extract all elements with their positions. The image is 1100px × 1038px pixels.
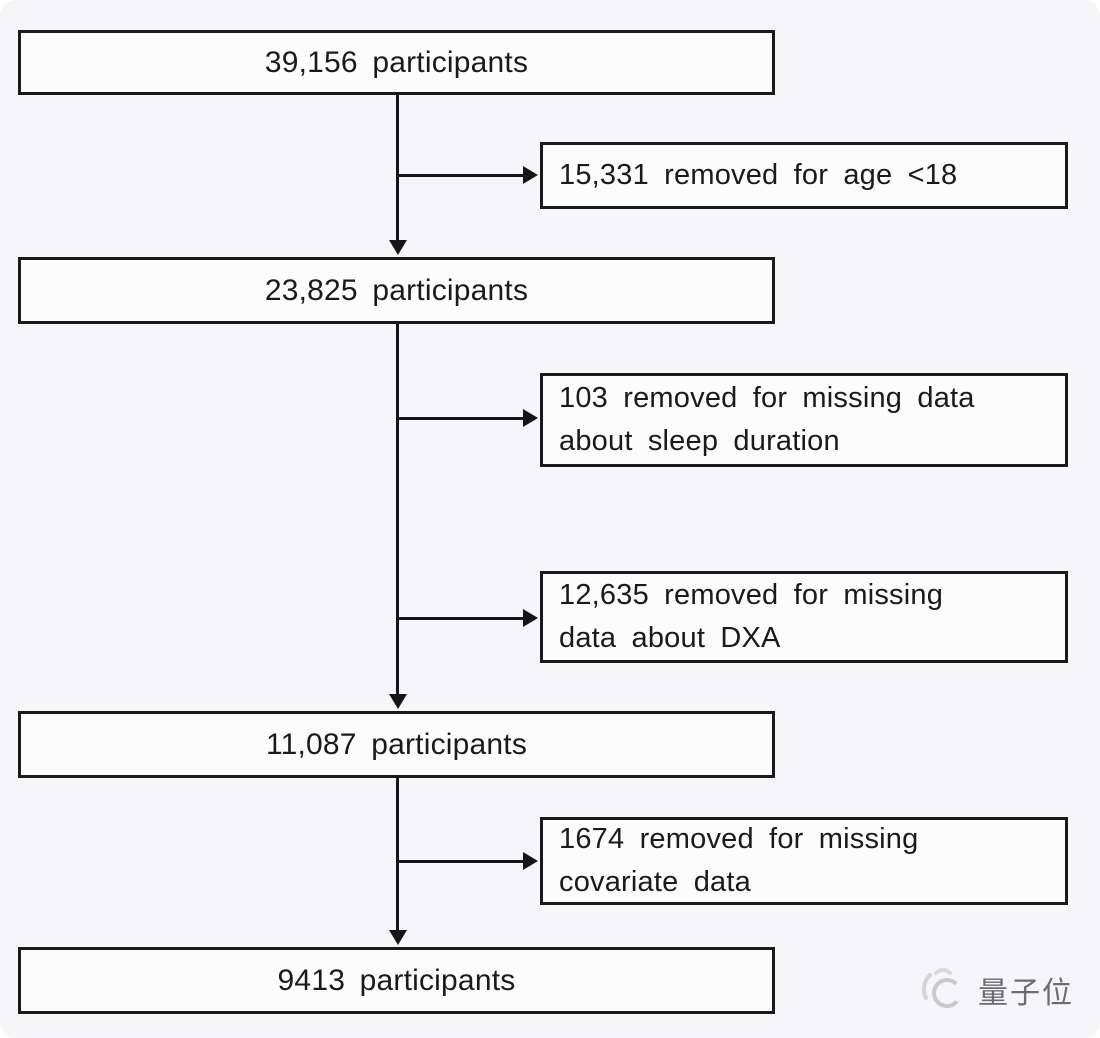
- participant-box-9413: 9413 participants: [18, 947, 775, 1014]
- exclusion-box-covariate: 1674 removed for missing covariate data: [540, 817, 1068, 905]
- arrowhead-down-icon: [389, 694, 407, 709]
- exclusion-box-line: data about DXA: [559, 622, 781, 654]
- exclusion-box-dxa: 12,635 removed for missing data about DX…: [540, 571, 1068, 663]
- qbitai-watermark: 量子位: [918, 968, 1074, 1012]
- exclusion-box-line: about sleep duration: [559, 425, 840, 457]
- branch-arrow-sleep-duration: [397, 417, 524, 420]
- arrowhead-right-icon: [523, 609, 538, 627]
- participant-box-39156: 39,156 participants: [18, 30, 775, 95]
- flow-arrow-down-3: [396, 778, 399, 932]
- exclusion-box-line: 12,635 removed for missing: [559, 579, 944, 611]
- qbitai-watermark-text: 量子位: [978, 977, 1074, 1010]
- participant-box-label: 23,825 participants: [264, 273, 529, 307]
- participant-box-11087: 11,087 participants: [18, 711, 775, 778]
- arrowhead-down-icon: [389, 240, 407, 255]
- arrowhead-right-icon: [523, 409, 538, 427]
- exclusion-box-line: 15,331 removed for age <18: [559, 159, 958, 191]
- arrowhead-right-icon: [523, 166, 538, 184]
- exclusion-box-age: 15,331 removed for age <18: [540, 142, 1068, 209]
- participant-box-label: 11,087 participants: [265, 727, 528, 761]
- participant-box-label: 9413 participants: [277, 963, 516, 997]
- exclusion-box-line: 1674 removed for missing: [559, 823, 919, 855]
- exclusion-box-line: 103 removed for missing data: [559, 382, 975, 414]
- flow-arrow-down-1: [396, 95, 399, 243]
- qbitai-logo-icon: [918, 968, 970, 1012]
- arrowhead-down-icon: [389, 930, 407, 945]
- exclusion-box-sleep-duration: 103 removed for missing data about sleep…: [540, 373, 1068, 467]
- participant-box-23825: 23,825 participants: [18, 257, 775, 324]
- branch-arrow-age: [397, 174, 524, 177]
- flow-arrow-down-2: [396, 324, 399, 696]
- branch-arrow-covariate: [397, 860, 524, 863]
- exclusion-box-line: covariate data: [559, 866, 751, 898]
- participant-box-label: 39,156 participants: [264, 45, 529, 79]
- branch-arrow-dxa: [397, 617, 524, 620]
- arrowhead-right-icon: [523, 852, 538, 870]
